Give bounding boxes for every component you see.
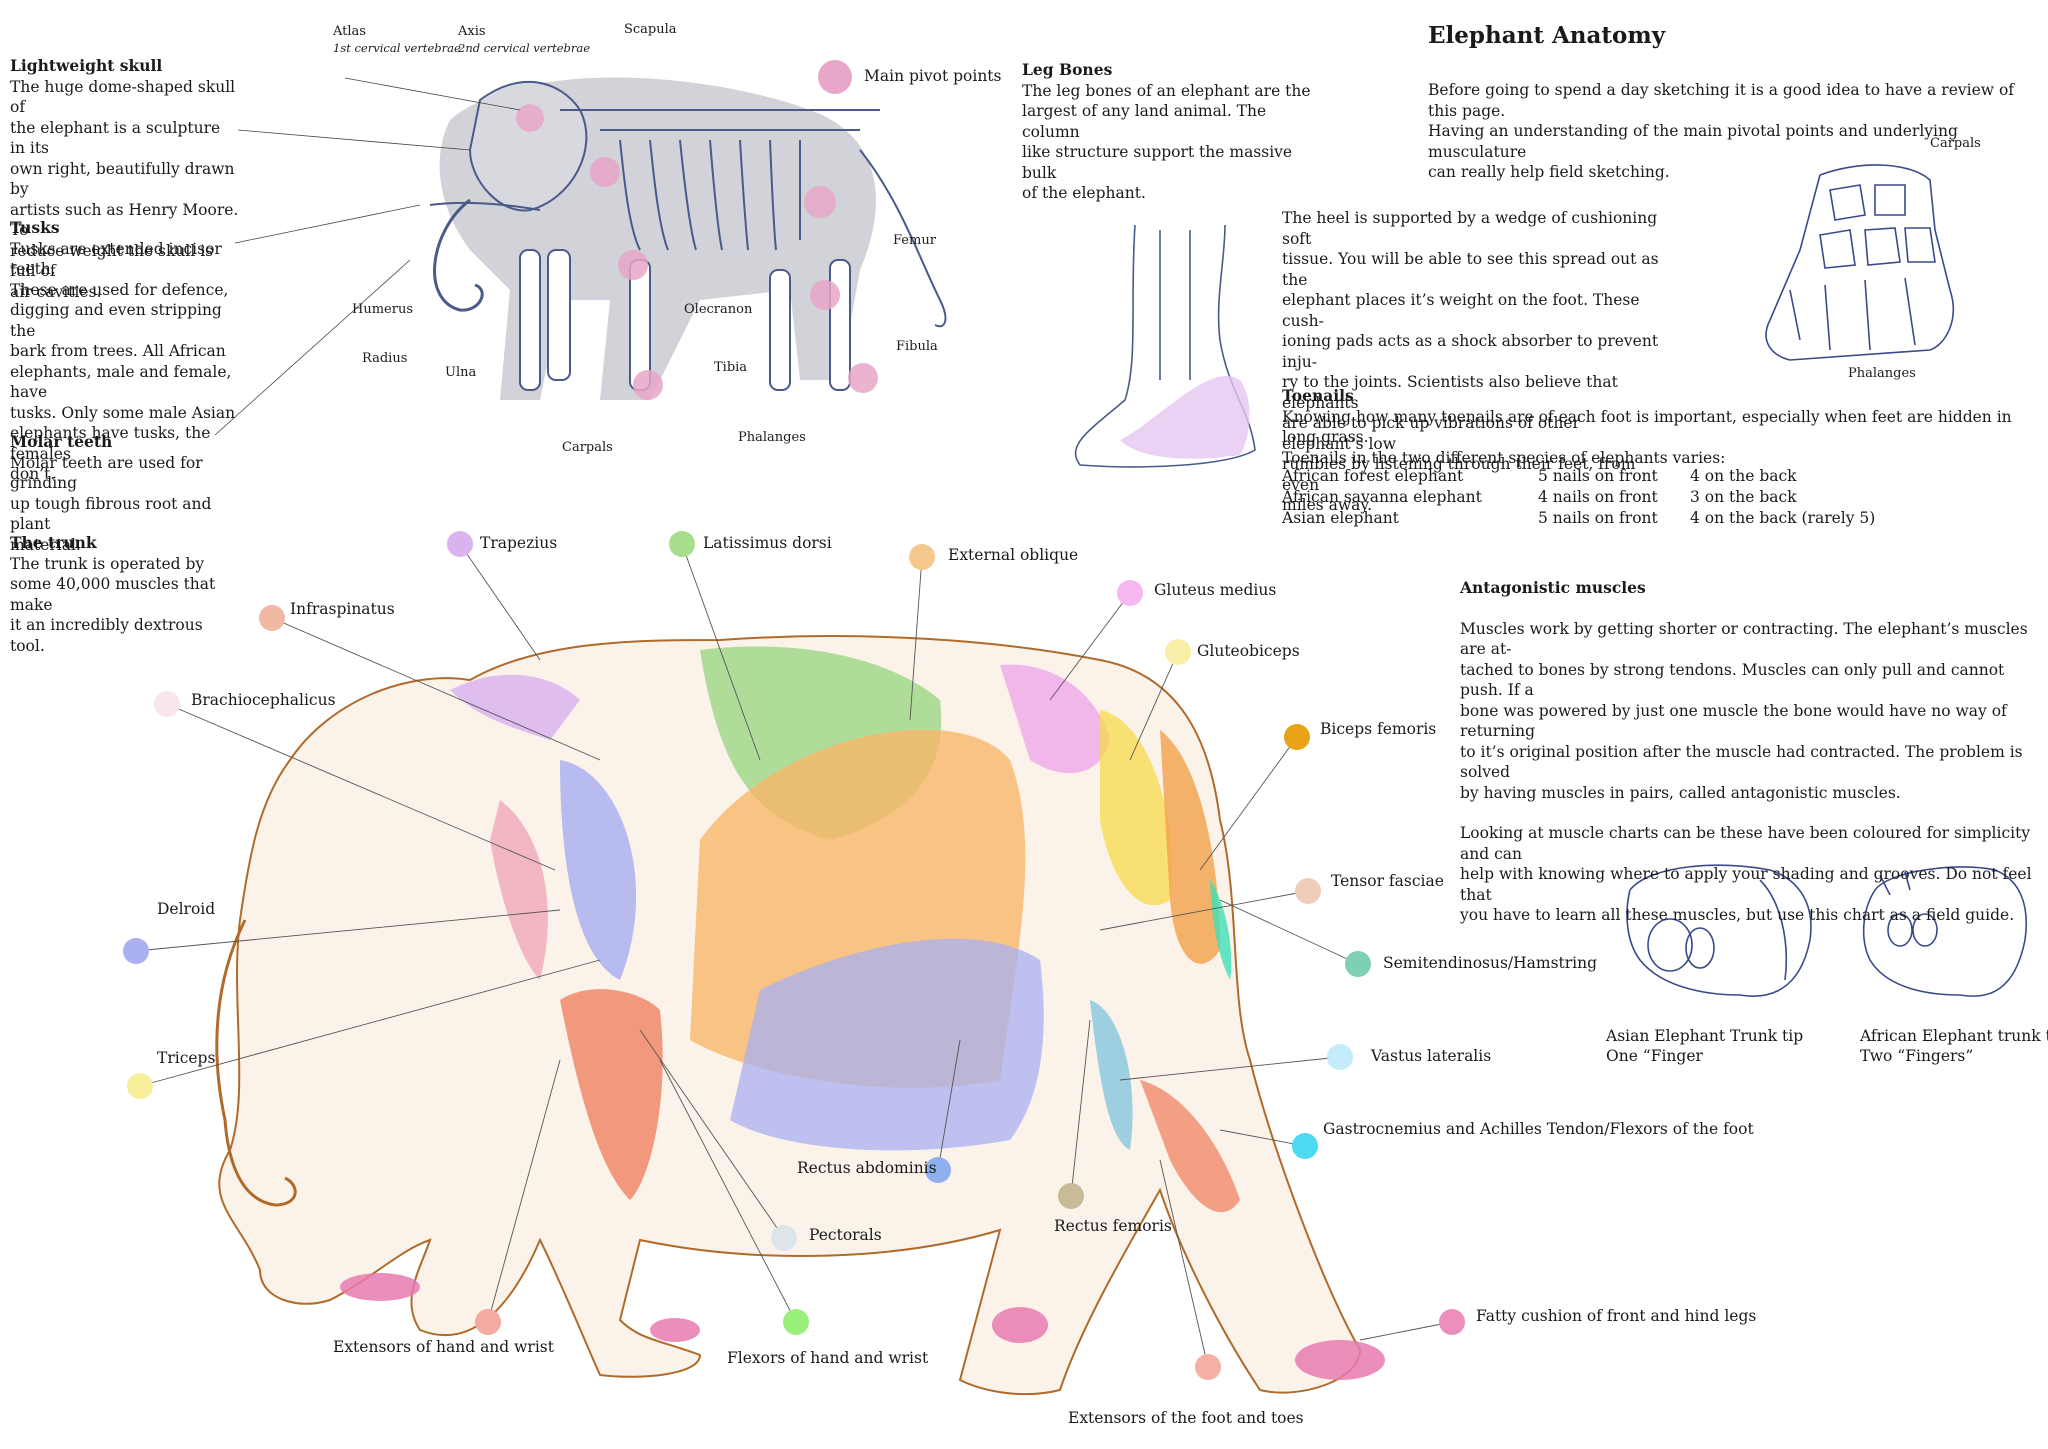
label-femur: Femur [893, 233, 936, 248]
muscle-label-vastus-lateralis: Vastus lateralis [1371, 1047, 1492, 1065]
muscle-label-biceps-femoris: Biceps femoris [1320, 720, 1437, 738]
muscle-label-trapezius: Trapezius [480, 534, 558, 552]
antagonistic-section: Antagonistic muscles Muscles work by get… [1460, 578, 2032, 924]
pivot-legend-label: Main pivot points [864, 67, 1002, 85]
toenail-row: African forest elephant 5 nails on front… [1282, 467, 1797, 485]
muscle-label-extensors-foot-toes: Extensors of the foot and toes [1068, 1409, 1304, 1427]
toenail-row: Asian elephant 5 nails on front 4 on the… [1282, 509, 1876, 527]
muscle-label-gluteobiceps: Gluteobiceps [1197, 642, 1300, 660]
muscle-dot [447, 531, 473, 557]
heel-sketch [1074, 224, 1256, 468]
muscle-label-semitendinosus: Semitendinosus/Hamstring [1383, 954, 1598, 972]
muscle-dot [127, 1073, 153, 1099]
muscle-dots [123, 531, 1465, 1380]
pivot-legend-dot [818, 60, 852, 94]
muscle-label-delroid: Delroid [157, 900, 216, 918]
note-molar-teeth: Molar teeth Molar teeth are used for gri… [10, 432, 212, 554]
note-trunk: The trunk The trunk is operated by some … [10, 533, 216, 655]
muscle-dot [1195, 1354, 1221, 1380]
muscle-label-triceps: Triceps [157, 1049, 216, 1067]
muscle-label-latissimus-dorsi: Latissimus dorsi [703, 534, 832, 552]
toenail-row: African savanna elephant 4 nails on fron… [1282, 488, 1797, 506]
muscle-label-gastrocnemius: Gastrocnemius and Achilles Tendon/Flexor… [1323, 1120, 1754, 1138]
muscle-dot [783, 1309, 809, 1335]
label-axis-sub: 2nd cervical vertebrae [458, 41, 591, 55]
trunk-tip-african: African Elephant trunk tip Two “Fingers” [1860, 1027, 2048, 1065]
heel-text: The heel is supported by a wedge of cush… [1282, 209, 1659, 514]
muscle-dot [1295, 878, 1321, 904]
muscle-dot [1058, 1183, 1084, 1209]
carpal-sketch [1765, 164, 1955, 361]
muscle-label-brachiocephalicus: Brachiocephalicus [191, 691, 336, 709]
muscle-dot [1292, 1133, 1318, 1159]
trunk-tip-sketches [1626, 864, 2027, 997]
label-tibia: Tibia [714, 360, 748, 375]
intro-text: Before going to spend a day sketching it… [1428, 81, 2015, 181]
label-scapula: Scapula [624, 22, 677, 37]
muscle-dot [1284, 724, 1310, 750]
label-phalanges: Phalanges [738, 430, 806, 445]
muscle-dot [1117, 580, 1143, 606]
note-skull: Lightweight skull The huge dome-shaped s… [10, 56, 239, 301]
foot-label-carpals: Carpals [1930, 136, 1981, 151]
muscle-dot [1327, 1044, 1353, 1070]
muscle-dot [771, 1225, 797, 1251]
label-atlas-sub: 1st cervical vertebrae [333, 41, 461, 55]
note-tusks: Tusks Tusks are extended incisor teeth. … [10, 218, 236, 483]
label-fibula: Fibula [896, 339, 938, 354]
label-humerus: Humerus [352, 302, 413, 317]
muscle-dot [1439, 1309, 1465, 1335]
muscle-dot [669, 531, 695, 557]
muscle-dot [925, 1157, 951, 1183]
muscle-label-tensor-fasciae: Tensor fasciae [1331, 872, 1444, 890]
trunk-tip-asian: Asian Elephant Trunk tip One “Finger [1606, 1027, 1804, 1065]
muscle-leader-lines [135, 543, 1453, 1368]
muscle-label-infraspinatus: Infraspinatus [290, 600, 395, 618]
muscle-dot [154, 691, 180, 717]
muscle-label-extensors-hand-wrist: Extensors of hand and wrist [333, 1338, 554, 1356]
label-carpals: Carpals [562, 440, 613, 455]
muscle-dot [475, 1309, 501, 1335]
label-ulna: Ulna [445, 365, 477, 380]
muscle-elephant-drawing [215, 635, 1385, 1396]
label-axis: Axis [458, 24, 486, 39]
label-atlas: Atlas [333, 24, 366, 39]
foot-label-phalanges: Phalanges [1848, 366, 1916, 381]
muscle-label-gluteus-medius: Gluteus medius [1154, 581, 1277, 599]
label-radius: Radius [362, 351, 408, 366]
muscle-label-pectorals: Pectorals [809, 1226, 882, 1244]
muscle-dot [1345, 951, 1371, 977]
muscle-label-external-oblique: External oblique [948, 546, 1079, 564]
muscle-dot [259, 605, 285, 631]
muscle-dot [123, 938, 149, 964]
muscle-label-flexors-hand-wrist: Flexors of hand and wrist [727, 1349, 929, 1367]
skeleton-drawing [214, 77, 947, 436]
page-title: Elephant Anatomy [1428, 22, 1666, 49]
label-olecranon: Olecranon [684, 302, 753, 317]
leg-bones-section: Leg Bones The leg bones of an elephant a… [1022, 60, 1311, 202]
muscle-label-fatty-cushion: Fatty cushion of front and hind legs [1476, 1307, 1757, 1325]
muscle-label-rectus-femoris: Rectus femoris [1054, 1217, 1172, 1235]
muscle-label-rectus-abdominis: Rectus abdominis [797, 1159, 937, 1177]
muscle-dot [1165, 639, 1191, 665]
muscle-dot [909, 544, 935, 570]
toenails-section: Toenails Knowing how many toenails are o… [1282, 386, 2012, 467]
